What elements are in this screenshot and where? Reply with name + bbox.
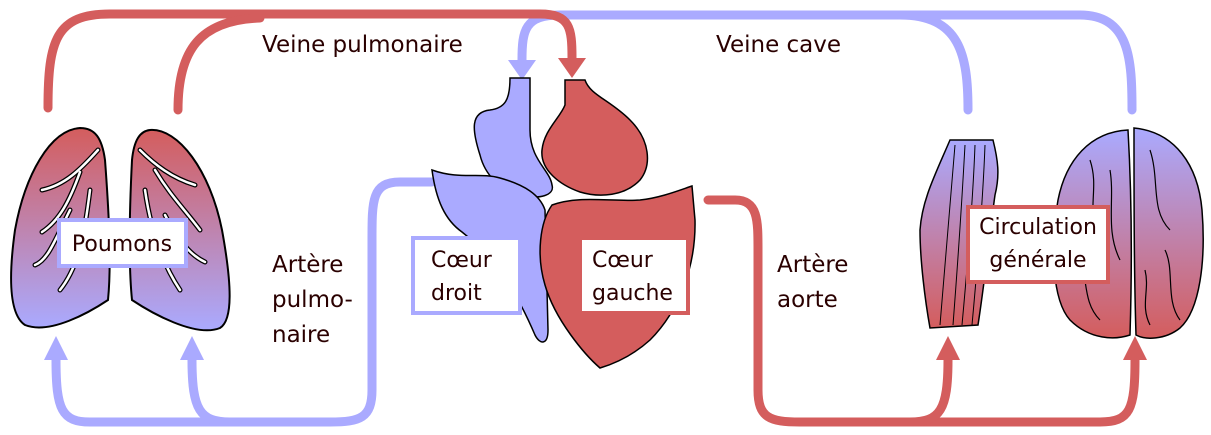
brain-right xyxy=(1134,128,1203,338)
aorta-branch xyxy=(880,360,948,422)
left-atrium xyxy=(542,80,648,195)
arrowhead-pulmonary-vein xyxy=(558,58,586,78)
label-artere-aorte-line2: aorte xyxy=(777,287,838,313)
arrowhead-body-right xyxy=(1123,336,1147,360)
box-circulation-line2: générale xyxy=(989,248,1086,273)
box-coeur-droit-line1: Cœur xyxy=(431,248,493,273)
label-veine-cave: Veine cave xyxy=(716,32,841,58)
label-artere-pulmonaire-line1: Artère xyxy=(272,252,343,278)
box-coeur-gauche-line1: Cœur xyxy=(592,248,654,273)
pulmonary-vein-path-right xyxy=(178,18,260,110)
box-coeur-gauche: Cœur gauche xyxy=(580,238,688,313)
arrowhead-body-left xyxy=(936,336,960,360)
label-artere-aorte-line1: Artère xyxy=(777,252,848,278)
label-artere-pulmonaire-line2: pulmo- xyxy=(272,287,353,313)
pulmonary-vein-path-left xyxy=(48,14,572,108)
arrowhead-lung-left xyxy=(44,336,68,360)
box-poumons-label: Poumons xyxy=(72,232,172,257)
box-circulation-line1: Circulation xyxy=(979,215,1097,240)
box-circulation: Circulation générale xyxy=(968,207,1108,282)
box-coeur-gauche-line2: gauche xyxy=(592,281,673,306)
box-coeur-droit-line2: droit xyxy=(431,281,482,306)
vena-cava-path-upper xyxy=(522,15,1132,110)
pulmonary-artery-branch xyxy=(192,360,330,422)
box-coeur-droit: Cœur droit xyxy=(413,238,520,313)
label-veine-pulmonaire: Veine pulmonaire xyxy=(262,32,463,58)
arrowhead-vena-cava xyxy=(508,60,536,80)
box-poumons: Poumons xyxy=(59,220,186,266)
heart-illustration xyxy=(432,78,695,368)
arrowhead-lung-right xyxy=(180,336,204,360)
label-artere-pulmonaire: Artère pulmo- naire xyxy=(272,252,353,348)
label-artere-aorte: Artère aorte xyxy=(777,252,848,313)
label-artere-pulmonaire-line3: naire xyxy=(272,322,330,348)
vena-cava-path-lower xyxy=(900,15,968,110)
